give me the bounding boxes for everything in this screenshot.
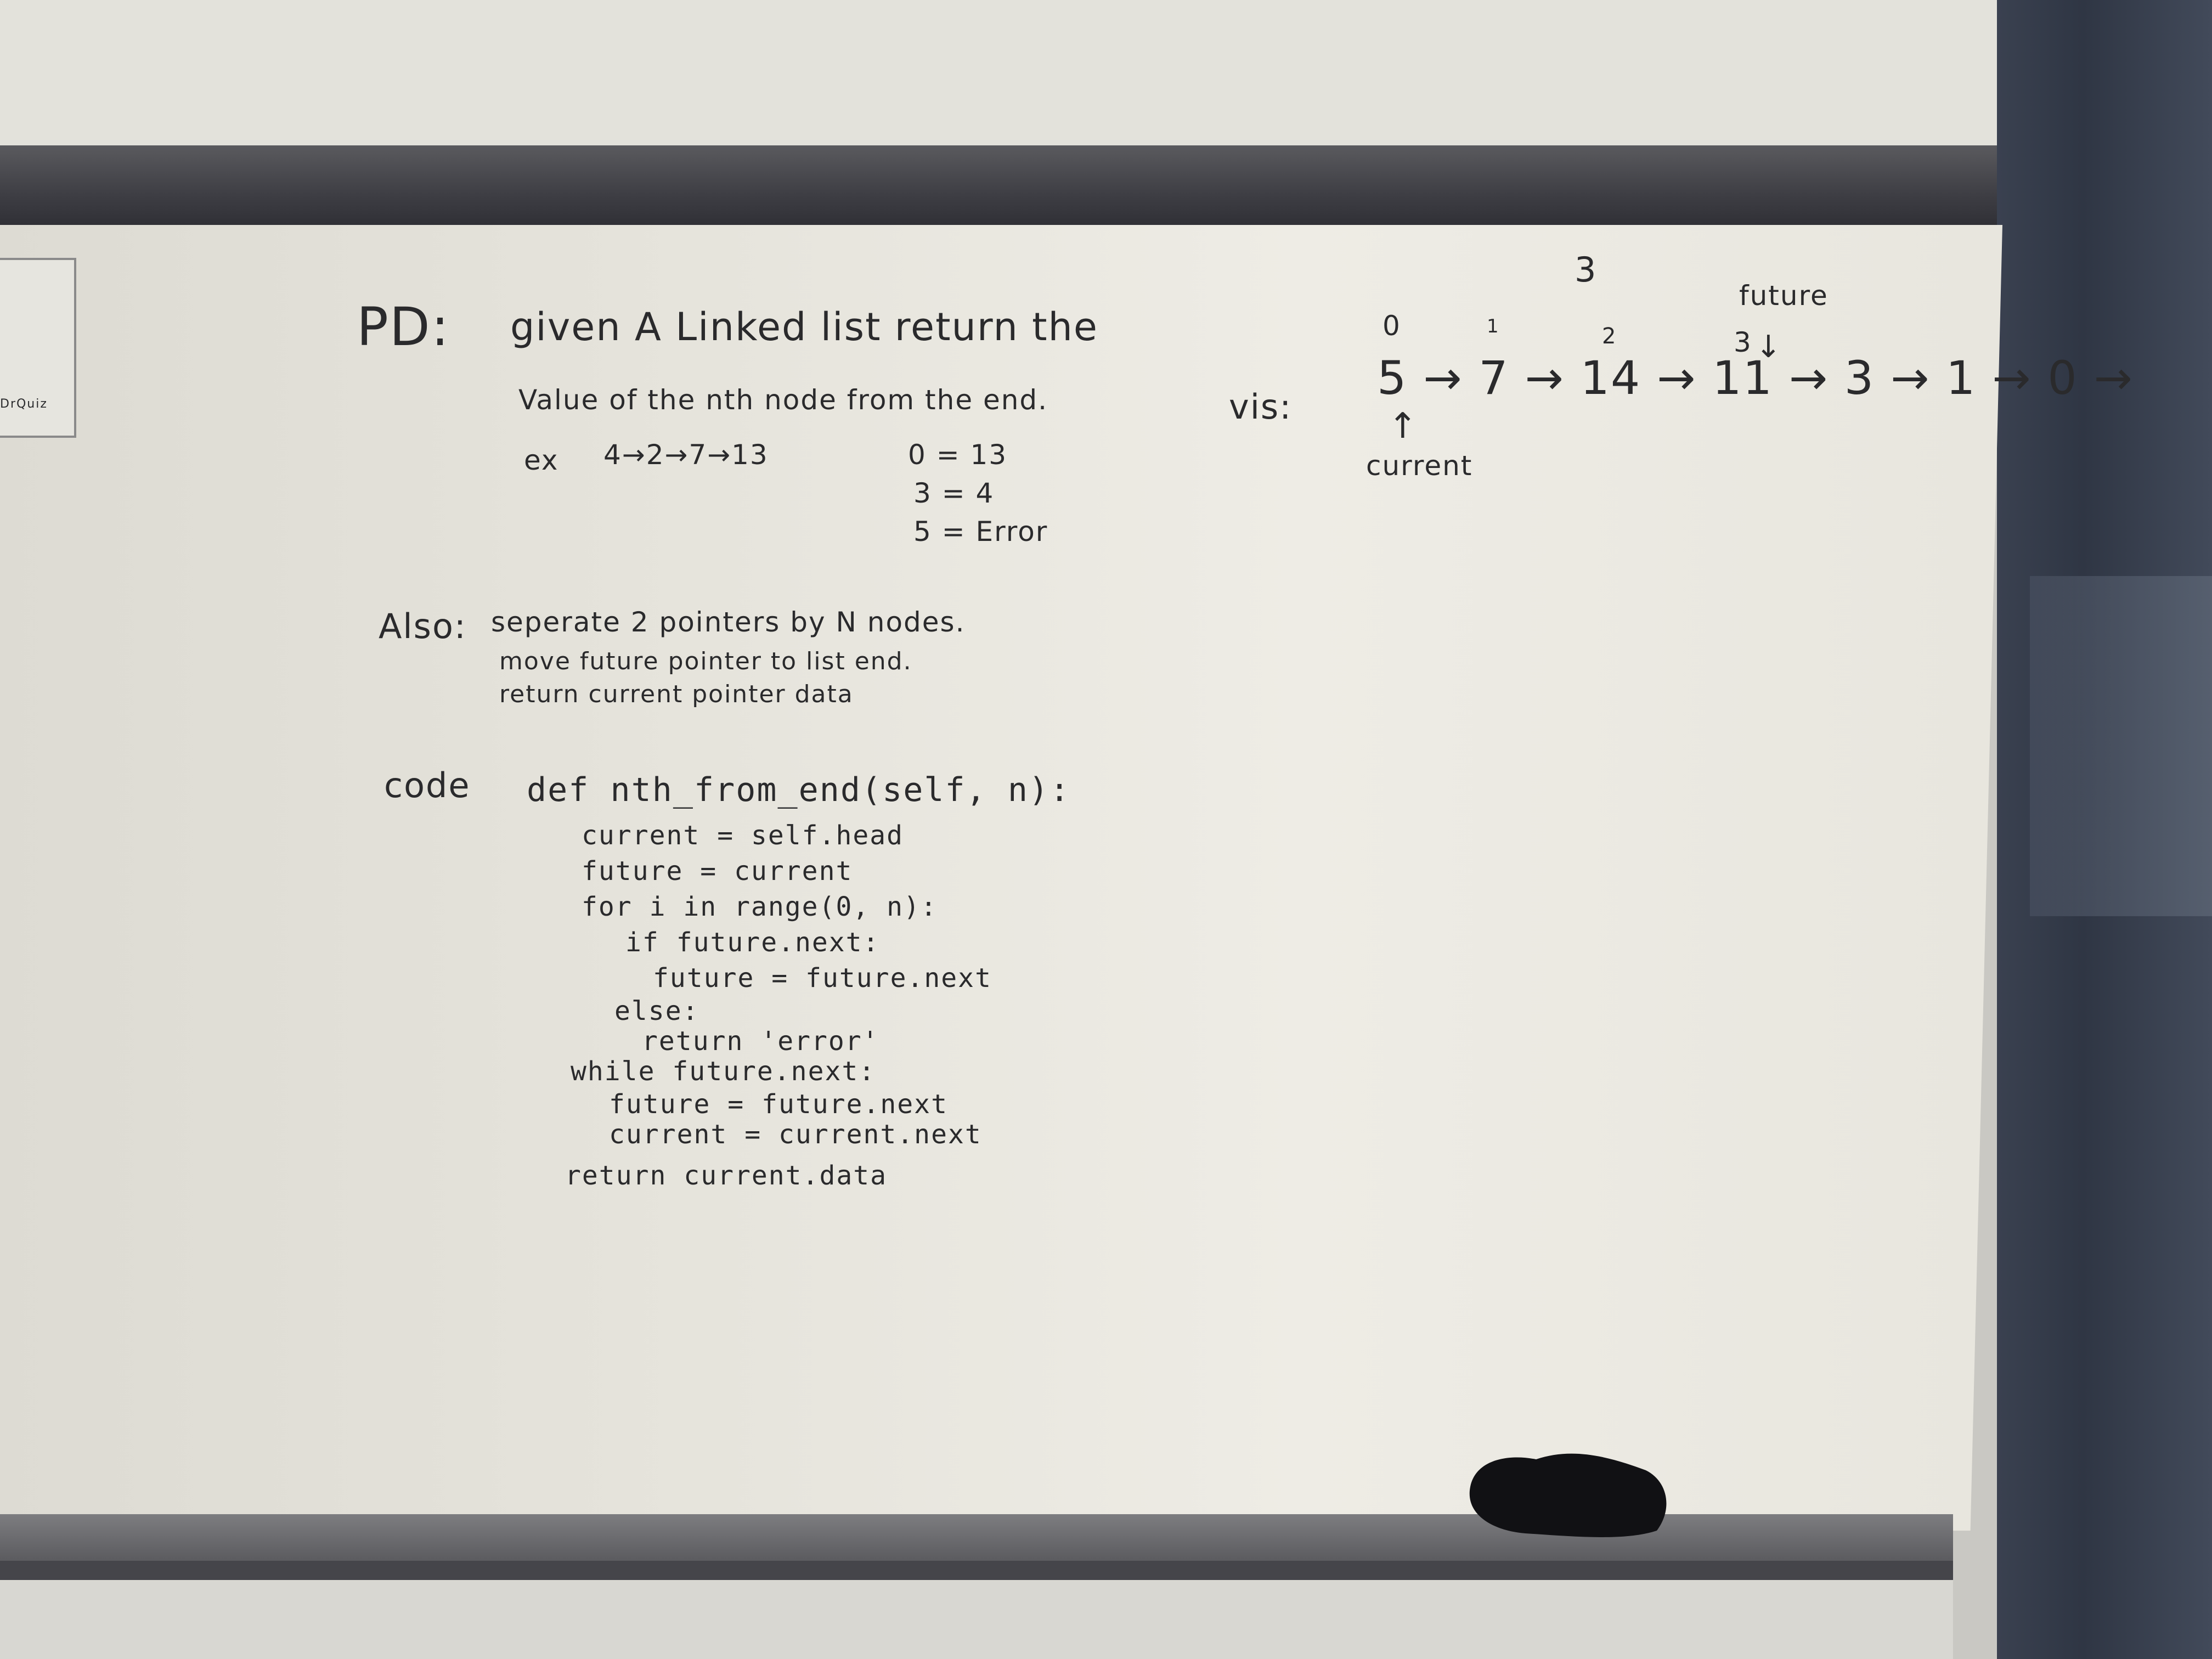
vis-index-1: 1 — [1487, 315, 1500, 337]
vis-linked-list: 5 → 7 → 14 → 11 → 3 → 1 → 0 → — [1377, 351, 2134, 405]
code-line-2: current = self.head — [582, 820, 904, 851]
whiteboard — [0, 225, 2002, 1531]
example-result-2: 5 = Error — [913, 516, 1048, 548]
example-result-1: 3 = 4 — [913, 477, 995, 509]
current-pointer-arrow-icon: ↑ — [1388, 406, 1419, 447]
paper-note-text: DrQuiz — [0, 397, 48, 411]
vis-current-label: current — [1366, 450, 1473, 482]
vis-index-0: 0 — [1383, 310, 1401, 342]
code-line-10: future = future.next — [609, 1089, 948, 1120]
code-line-11: current = current.next — [609, 1119, 982, 1150]
code-line-1: def nth_from_end(self, n): — [527, 771, 1071, 809]
also-line-3: return current pointer data — [499, 680, 854, 708]
whiteboard-top-frame — [0, 145, 2008, 228]
also-label: Also: — [379, 606, 467, 646]
code-line-6: future = future.next — [653, 963, 992, 994]
code-line-7: else: — [614, 996, 699, 1026]
problem-line-2: Value of the nth node from the end. — [518, 384, 1048, 416]
code-line-8: return 'error' — [642, 1026, 879, 1057]
problem-label: PD: — [357, 296, 450, 358]
code-line-5: if future.next: — [625, 927, 880, 958]
vis-label: vis: — [1229, 387, 1293, 427]
future-pointer-arrow-icon: ↓ — [1756, 329, 1782, 365]
code-line-9: while future.next: — [571, 1056, 876, 1087]
floor — [0, 1580, 1953, 1659]
vis-index-3: 3 — [1734, 326, 1752, 358]
problem-line-1: given A Linked list return the — [510, 304, 1098, 349]
example-result-0: 0 = 13 — [908, 439, 1008, 471]
wall — [0, 0, 2008, 154]
taped-paper-note: DrQuiz — [0, 258, 76, 438]
vis-count-label: 3 — [1575, 250, 1598, 290]
vis-index-2: 2 — [1602, 324, 1617, 349]
code-label: code — [384, 765, 471, 805]
code-line-4: for i in range(0, n): — [582, 891, 938, 922]
eraser-icon — [1469, 1453, 1667, 1537]
example-list: 4→2→7→13 — [603, 439, 769, 471]
also-line-2: move future pointer to list end. — [499, 647, 912, 675]
code-line-3: future = current — [582, 856, 853, 887]
window-reflection — [2030, 576, 2212, 916]
code-line-12: return current.data — [565, 1160, 888, 1191]
marker-tray-lip — [0, 1561, 1953, 1580]
vis-future-label: future — [1739, 280, 1829, 312]
example-label: ex — [524, 444, 559, 476]
also-line-1: seperate 2 pointers by N nodes. — [491, 606, 966, 638]
